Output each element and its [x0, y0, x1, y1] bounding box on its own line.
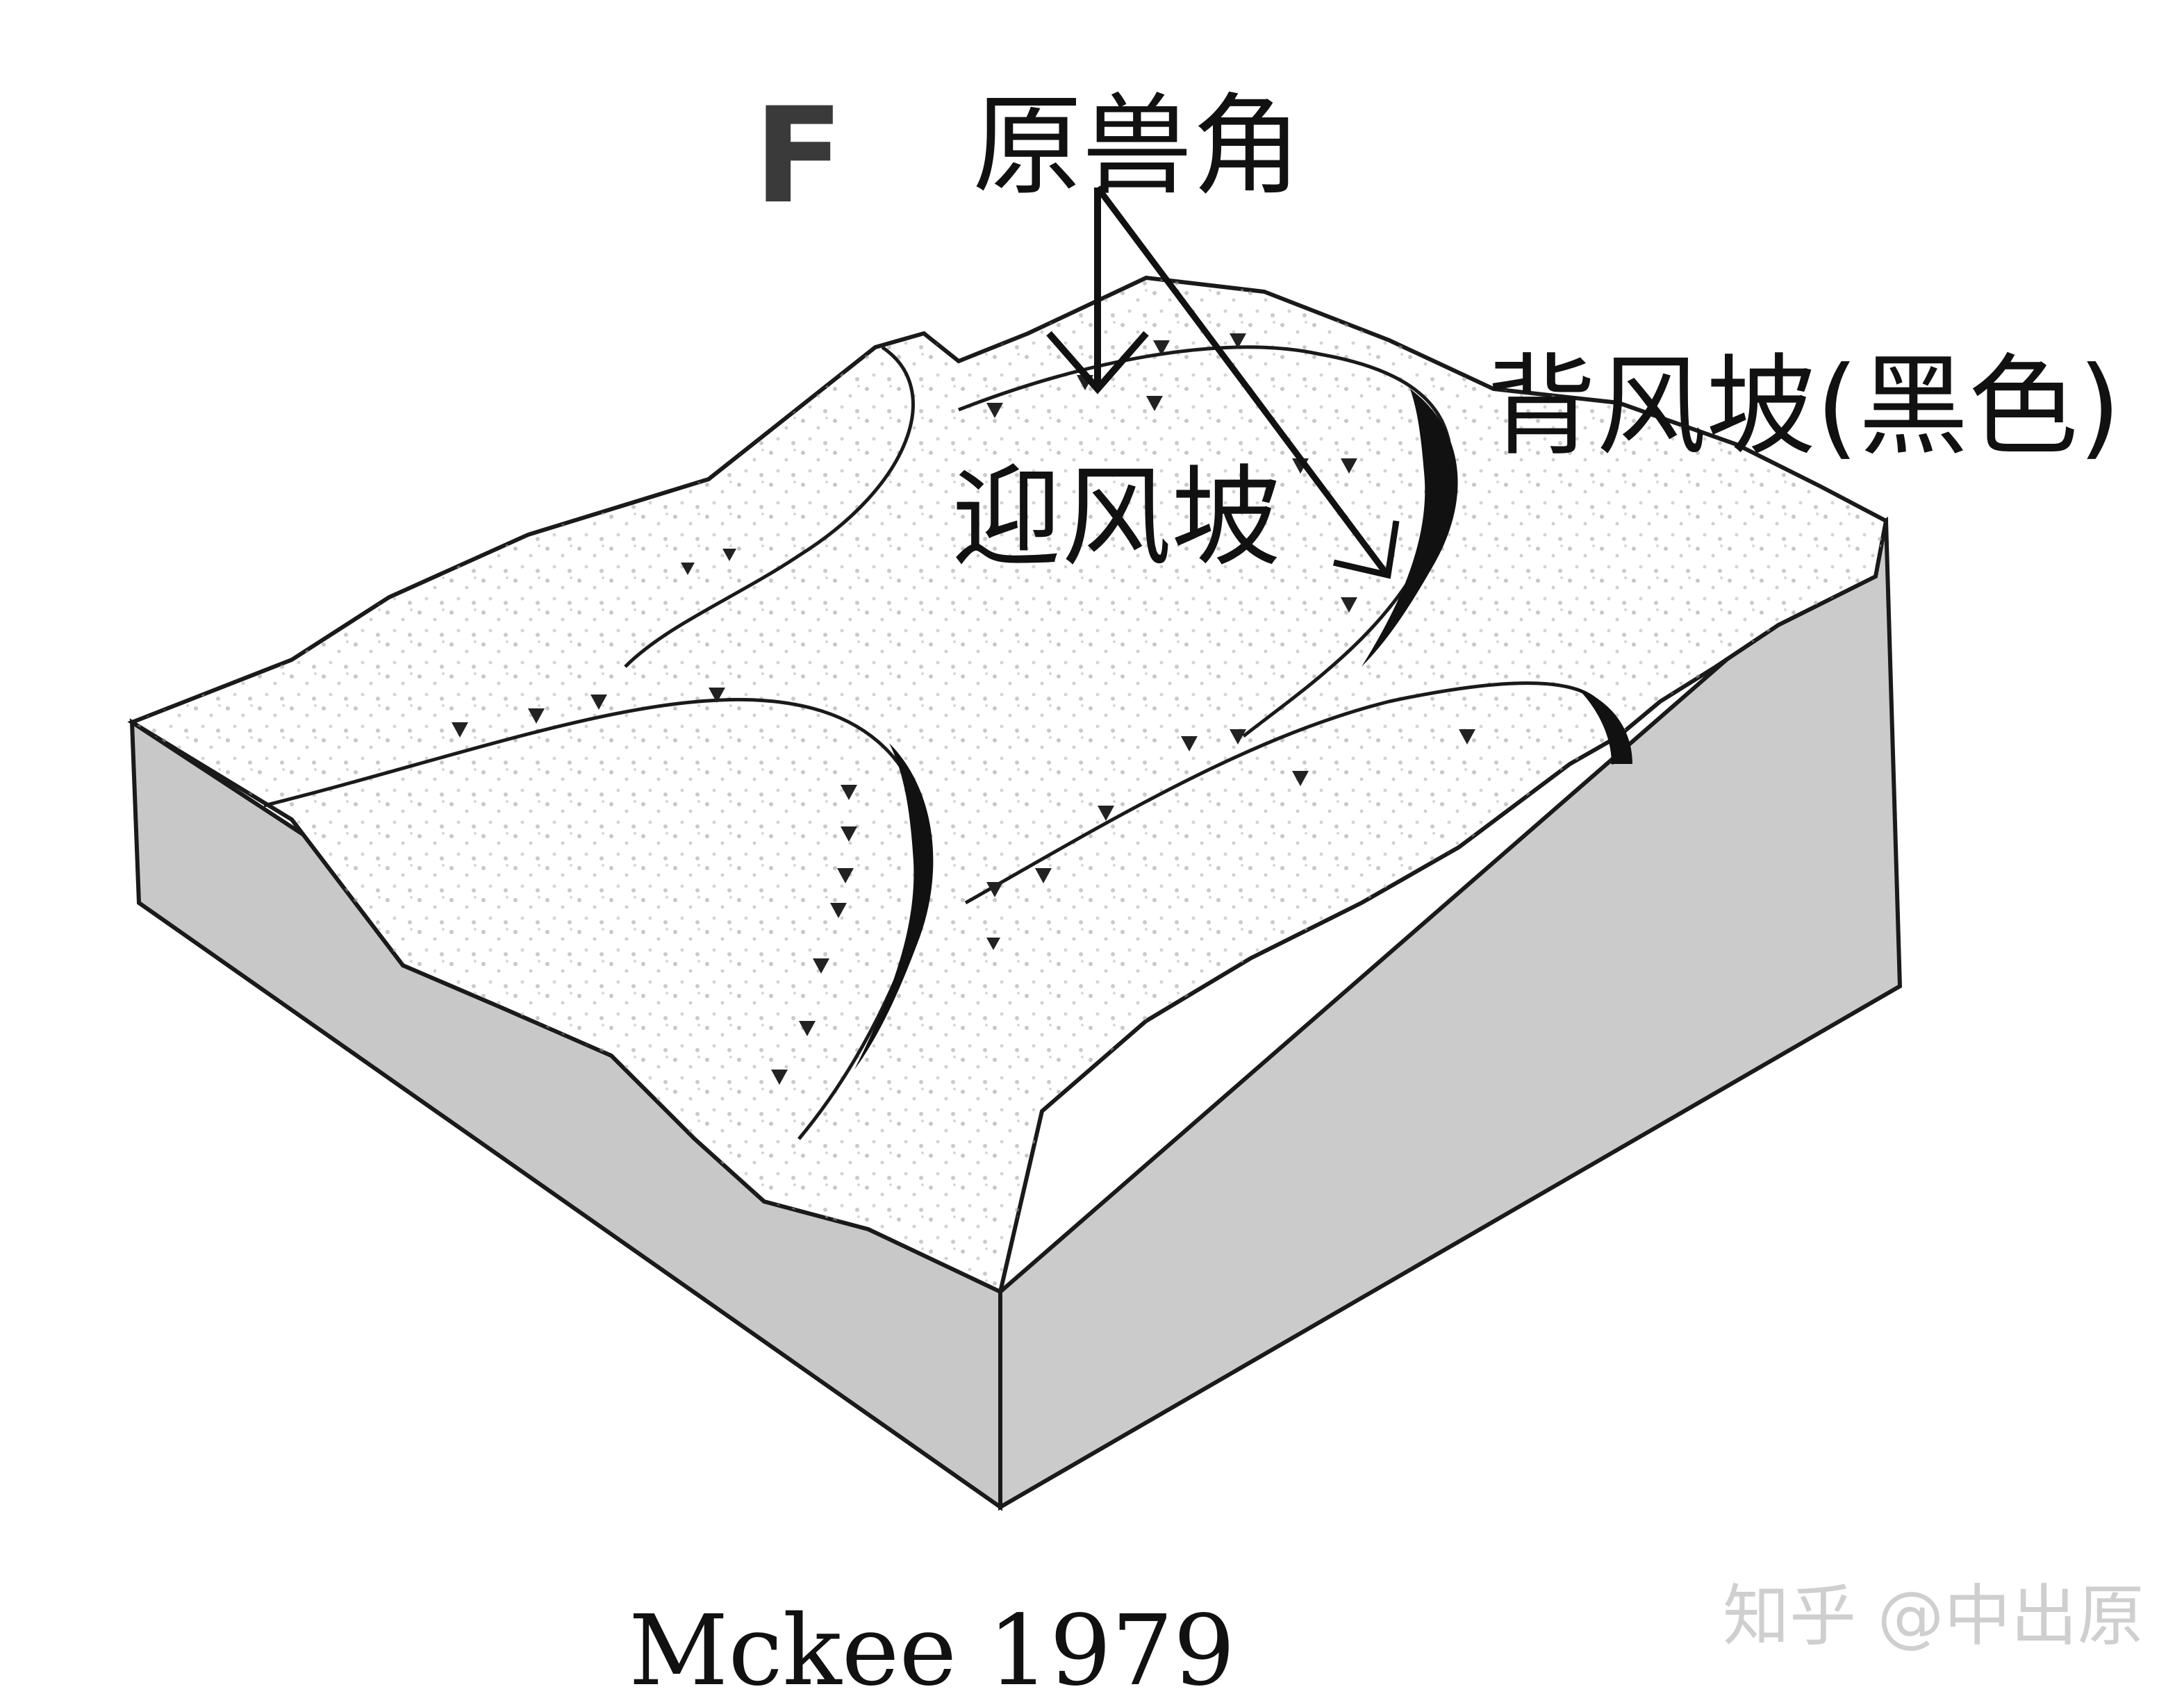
- left-dune-ridge: [624, 345, 915, 668]
- ridge-point-label: 原兽角: [973, 83, 1302, 210]
- lower-lee-face: [1577, 688, 1632, 764]
- ridge-arrow-vertical-head: [1046, 331, 1149, 394]
- block-right-face: [998, 516, 1903, 1511]
- ridge-arrow-diagonal: [1095, 185, 1389, 575]
- windward-slope-label: 迎风坡: [952, 454, 1281, 582]
- middle-dune-crest: [263, 697, 929, 1140]
- ripple-marks: [452, 333, 1475, 1085]
- middle-lee-face: [854, 743, 934, 1070]
- upper-dune-crest: [958, 345, 1453, 738]
- leeward-slope-label: 背风坡(黑色): [1487, 343, 2121, 471]
- panel-letter: F: [754, 79, 844, 233]
- upper-lee-face: [1362, 389, 1458, 667]
- ridge-arrow-diagonal-head: [1332, 520, 1400, 579]
- source-caption: Mckee 1979: [629, 1595, 1235, 1705]
- watermark: 知乎 @中出原: [1723, 1577, 2144, 1655]
